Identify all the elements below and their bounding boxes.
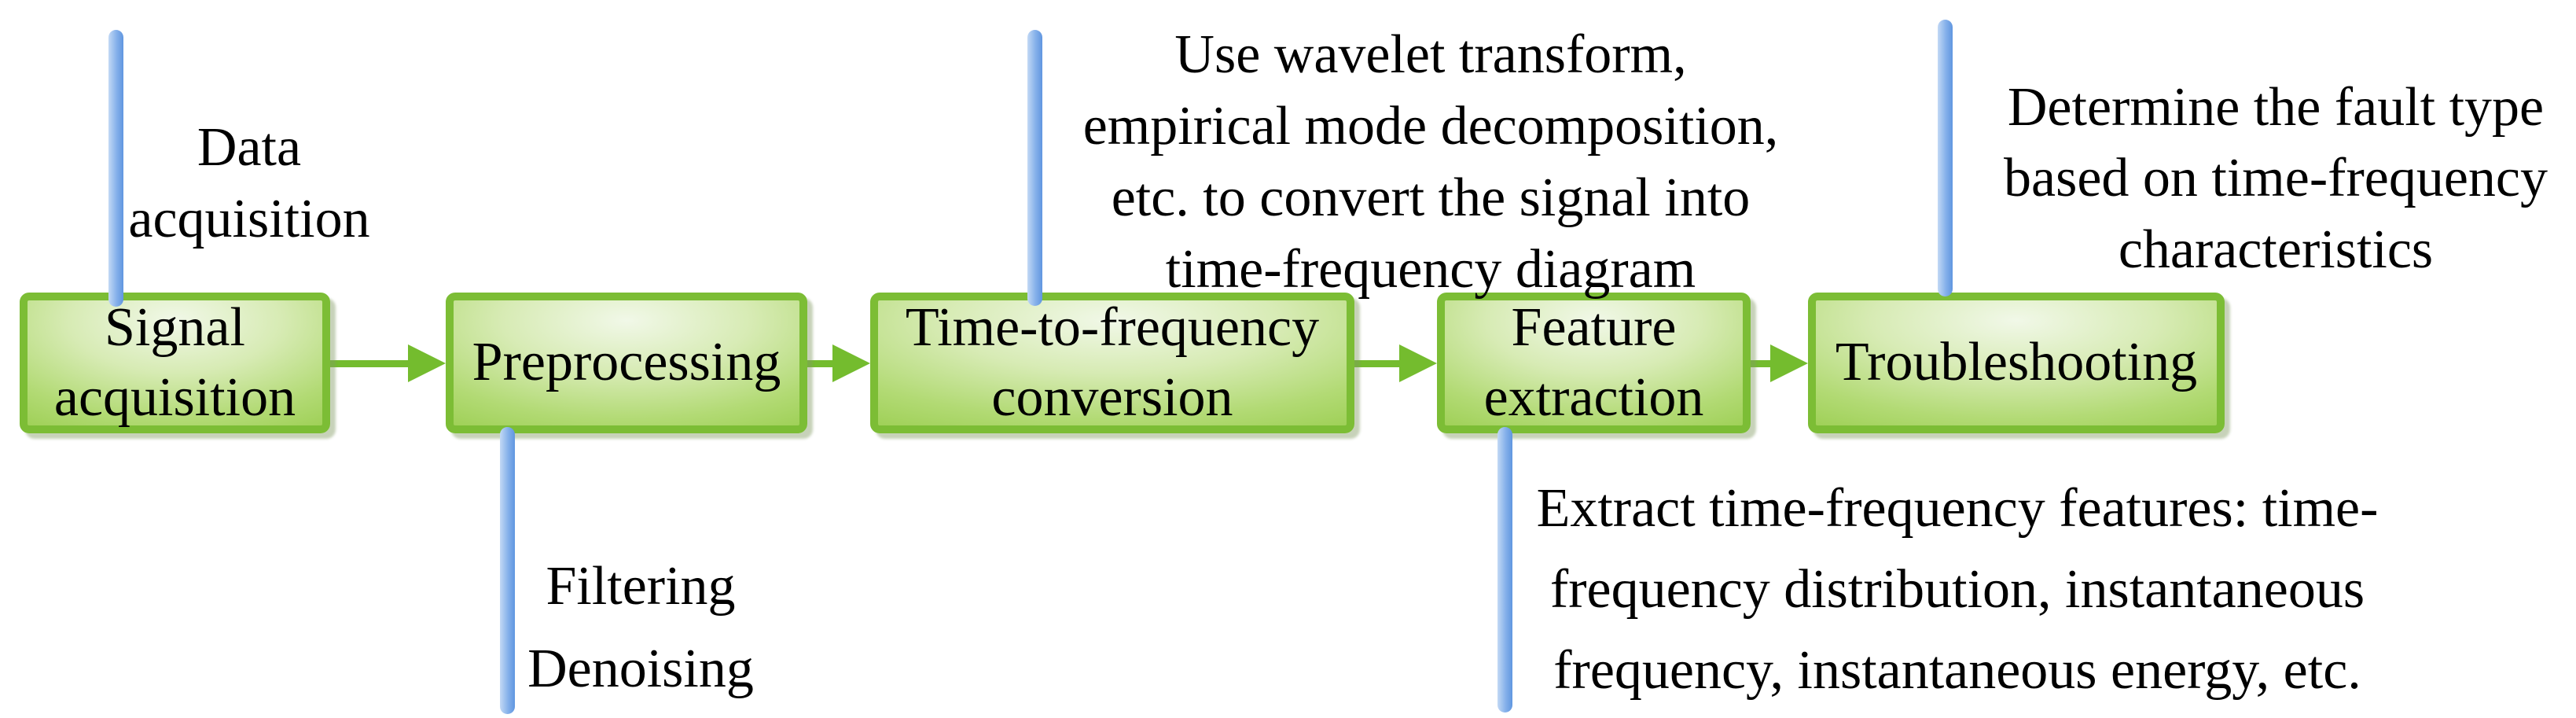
- step-label-preprocessing: Preprocessing: [472, 332, 781, 393]
- flow-arrow-head-3: [1399, 344, 1437, 382]
- step-label-troubleshooting: Troubleshooting: [1835, 332, 2198, 393]
- annotation-extract-features: Extract time-frequency features: time- f…: [1536, 478, 2379, 701]
- flow-arrow-stem-4: [1751, 360, 1772, 367]
- flow-arrow-stem-3: [1354, 360, 1401, 367]
- annotation-data-acquisition: Data acquisition: [128, 117, 370, 249]
- annotation-determine-fault-type: Determine the fault type based on time-f…: [2004, 77, 2548, 280]
- callout-line-troubleshooting: [1938, 20, 1953, 296]
- annotation-filtering-denoising: Filtering Denoising: [527, 556, 754, 699]
- flow-arrow-head-2: [832, 344, 870, 382]
- callout-line-time-to-frequency-conversion: [1027, 30, 1042, 306]
- flow-arrow-stem-1: [330, 360, 410, 367]
- step-box-preprocessing: Preprocessing: [446, 293, 807, 433]
- callout-line-preprocessing: [500, 427, 515, 714]
- annotation-wavelet-transform: Use wavelet transform, empirical mode de…: [1082, 24, 1779, 300]
- step-box-feature-extraction: Feature extraction: [1437, 293, 1751, 433]
- step-box-signal-acquisition: Signal acquisition: [20, 293, 330, 433]
- step-box-troubleshooting: Troubleshooting: [1808, 293, 2225, 433]
- step-box-time-to-frequency-conversion: Time-to-frequency conversion: [870, 293, 1354, 433]
- flow-arrow-head-4: [1770, 344, 1808, 382]
- step-label-signal-acquisition: Signal acquisition: [53, 296, 296, 428]
- step-label-time-to-frequency-conversion: Time-to-frequency conversion: [905, 296, 1320, 428]
- flow-arrow-head-1: [408, 344, 446, 382]
- callout-line-feature-extraction: [1497, 427, 1512, 712]
- flow-arrow-stem-2: [807, 360, 834, 367]
- step-label-feature-extraction: Feature extraction: [1483, 296, 1704, 428]
- callout-line-signal-acquisition: [108, 30, 123, 307]
